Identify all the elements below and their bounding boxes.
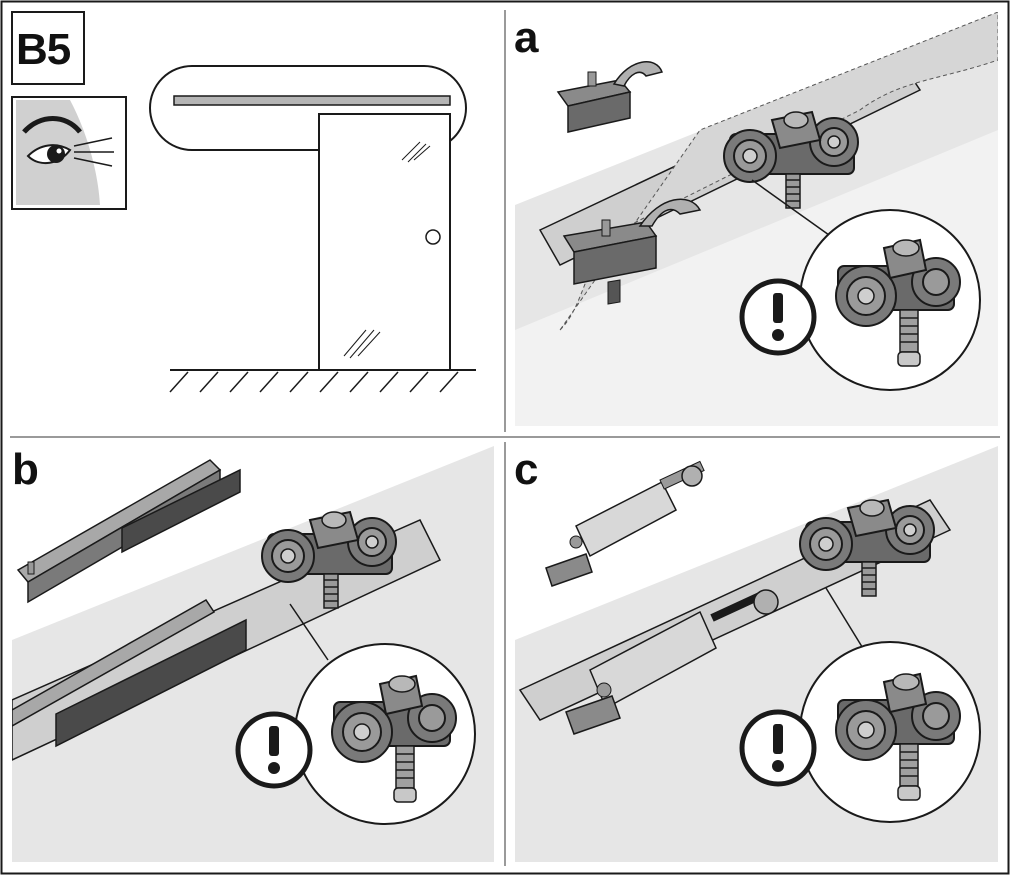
damper-cylinder-loose [545,460,705,587]
floor-hatching [169,371,459,393]
glass-reflection-top [401,141,431,163]
panel-b-label: b [12,445,39,494]
door-handle [425,229,441,245]
panel-c-label: c [514,445,539,494]
panel-c-illustration [515,446,998,862]
damper-cylinder-installed [565,589,779,735]
detail-leader [751,179,837,241]
inspect-eye-icon [11,96,127,210]
panel-a-illustration [515,12,998,426]
warning-exclamation-icon [238,714,310,786]
step-code-box [11,11,85,85]
panel-a-label: a [514,13,539,62]
end-stop-clip-loose [556,61,663,133]
warning-exclamation-icon [742,281,814,353]
glass-reflection-bottom [343,329,381,359]
top-track [173,95,451,106]
warning-exclamation-icon [742,712,814,784]
overview-panel [11,11,476,393]
detail-leader [825,587,865,651]
detail-leader [289,603,329,661]
soft-close-unit-loose [16,459,241,604]
panel-b-illustration [12,446,494,862]
end-stop-clip [562,198,702,305]
step-code-label: B5 [16,25,71,74]
soft-close-unit-installed [12,599,247,748]
